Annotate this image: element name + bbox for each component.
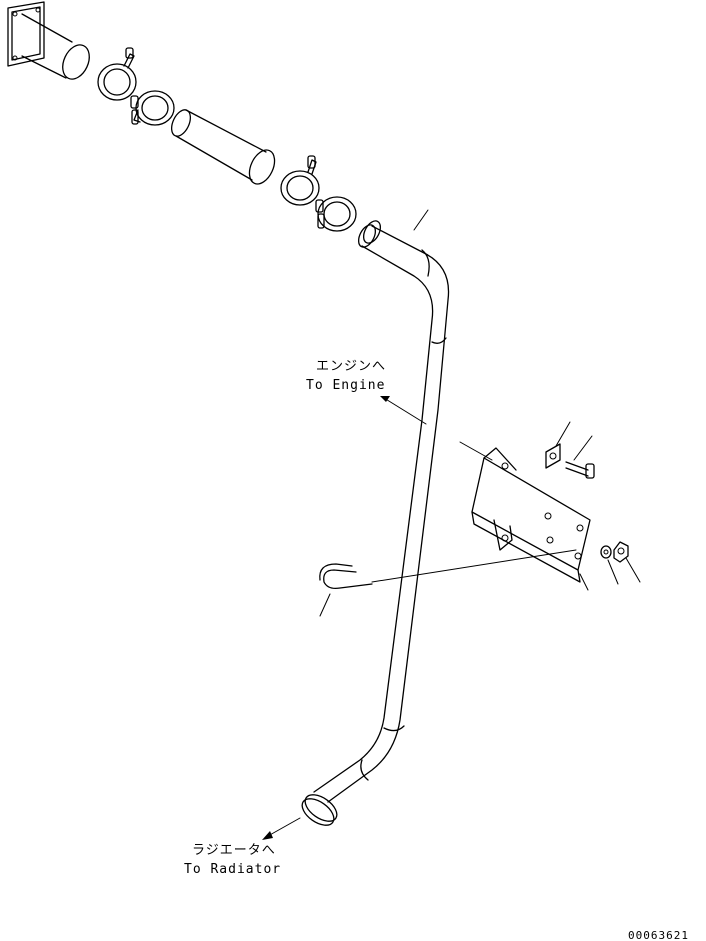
- washer-nut-lower: [600, 541, 629, 563]
- hose-clamp-4: [315, 196, 357, 232]
- flange-pipe: [7, 1, 90, 80]
- to-radiator-arrow: [262, 817, 301, 840]
- pipe-clip: [319, 549, 577, 590]
- engine-label-jp: エンジンへ: [316, 359, 387, 374]
- radiator-label-en: To Radiator: [184, 862, 282, 877]
- rubber-hose: [170, 109, 276, 185]
- hose-clamp-2: [130, 90, 175, 126]
- to-engine-arrow: [380, 396, 427, 425]
- figure-code: 00063621: [628, 929, 689, 941]
- hose-clamp-3: [280, 155, 320, 206]
- radiator-label-jp: ラジエータへ: [192, 843, 276, 858]
- water-pipe: [301, 220, 450, 826]
- mounting-bracket: [459, 441, 591, 583]
- engine-label-en: To Engine: [306, 378, 386, 393]
- hose-clamp-1: [97, 47, 137, 101]
- callout-leaders: [319, 209, 641, 617]
- washer-bolt-upper: [545, 443, 595, 479]
